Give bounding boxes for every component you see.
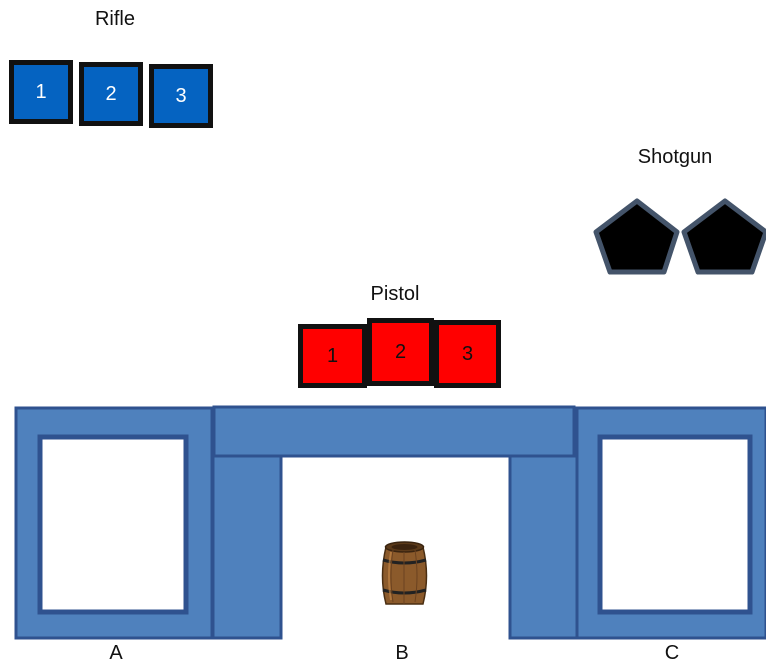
- room-label-b: B: [395, 642, 409, 664]
- rifle-slot-1[interactable]: 1: [9, 60, 73, 124]
- pistol-label: Pistol: [370, 283, 420, 305]
- room-label-c: C: [664, 642, 680, 664]
- room-label-a: A: [109, 642, 123, 664]
- rifle-slot-2[interactable]: 2: [79, 62, 143, 126]
- pistol-slot-3[interactable]: 3: [434, 320, 501, 388]
- pistol-slot-1[interactable]: 1: [298, 324, 367, 388]
- room-c: [575, 406, 766, 640]
- room-a: [14, 406, 214, 640]
- barrel-icon[interactable]: [381, 541, 428, 605]
- shotgun-label: Shotgun: [637, 146, 713, 168]
- rifle-slot-3[interactable]: 3: [149, 64, 213, 128]
- rifle-label: Rifle: [94, 8, 135, 30]
- room-b: [211, 405, 580, 640]
- shotgun-slot-1[interactable]: [593, 198, 680, 275]
- shotgun-slot-2[interactable]: [681, 198, 766, 275]
- pistol-slot-2[interactable]: 2: [367, 318, 434, 386]
